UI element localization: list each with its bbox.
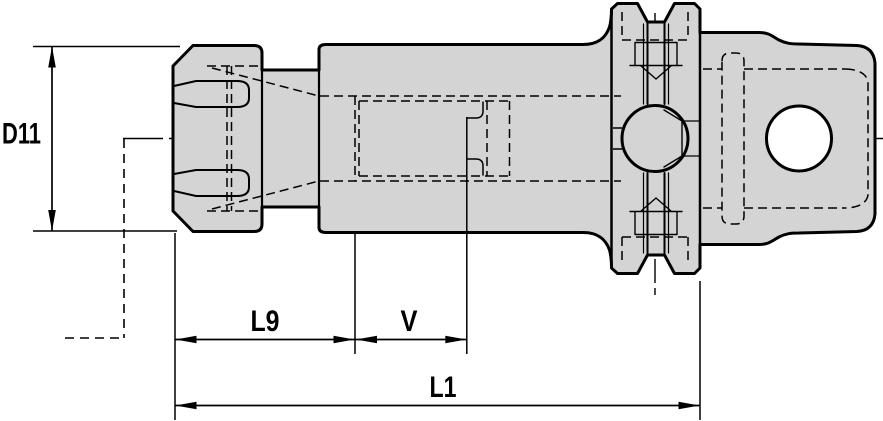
cross-hole — [765, 104, 833, 173]
dimension-label-d11: D11 — [2, 118, 41, 151]
bore-hidden-lines — [320, 95, 621, 182]
arrow-l1-left — [175, 401, 197, 410]
arrow-v-left — [356, 335, 377, 344]
top-socket-hidden-lines — [621, 12, 689, 41]
arrow-d11-up — [48, 46, 56, 68]
nut-wrench-slot-upper — [173, 80, 250, 108]
hidden-lines — [65, 12, 869, 339]
arrow-l9-left — [175, 335, 197, 344]
groove-wall-edges — [646, 21, 666, 256]
ball-flat-edges — [663, 109, 683, 168]
ball-bore-hidden-lines — [613, 127, 622, 150]
top-socket-edges — [629, 41, 683, 80]
internal-step-hidden-lines — [486, 101, 511, 176]
bottom-socket-hidden-lines — [621, 236, 689, 265]
visible-edges — [173, 7, 702, 270]
shank-slot-hidden-outline — [721, 52, 745, 225]
socket-end-hidden-contour — [845, 68, 869, 209]
extension-lines — [33, 45, 701, 420]
dimensions — [33, 45, 701, 420]
arrow-l9-right — [333, 335, 355, 344]
groove-chamfer-edges — [642, 23, 670, 254]
backup-screw-edges — [466, 101, 484, 176]
ball-bore-edges — [681, 120, 701, 157]
dimension-arrowheads — [48, 46, 700, 410]
arrow-v-right — [445, 335, 467, 344]
arrow-d11-down — [48, 210, 56, 231]
dimension-label-l9: L9 — [251, 305, 280, 338]
counterbore-hidden-lines — [359, 100, 509, 177]
bore-end-hidden-lines — [354, 96, 360, 181]
dimension-label-v: V — [401, 305, 418, 338]
collet-taper-hidden-lines — [211, 67, 320, 210]
bottom-socket-edges — [629, 197, 683, 236]
dimension-label-l1: L1 — [430, 371, 457, 404]
nut-wrench-slot-lower — [173, 169, 250, 197]
tool-projection-hidden-lines — [65, 139, 125, 339]
locking-ball-circle — [620, 104, 690, 173]
dimension-lines — [51, 47, 700, 407]
arrow-l1-right — [678, 401, 700, 410]
shank-socket-hidden-lines — [703, 68, 846, 209]
